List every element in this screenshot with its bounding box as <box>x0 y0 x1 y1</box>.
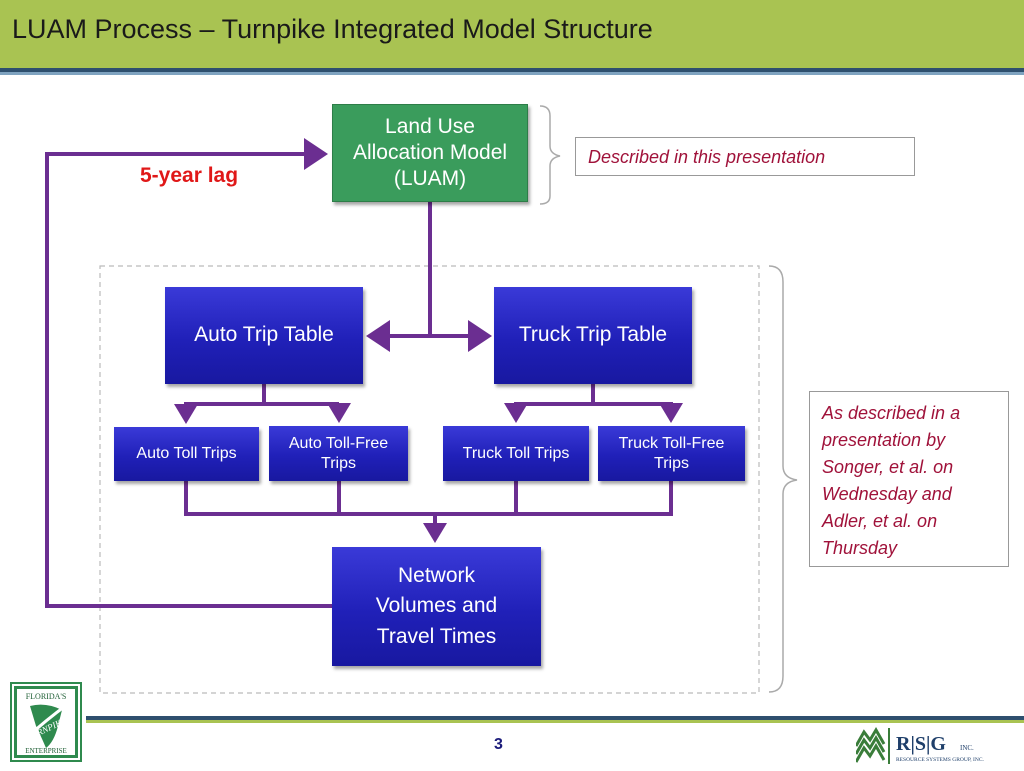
luam-box: Land Use Allocation Model (LUAM) <box>332 104 528 202</box>
title-bar: LUAM Process – Turnpike Integrated Model… <box>0 0 1024 75</box>
callout-right: As described in a presentation by Songer… <box>809 391 1009 567</box>
callout-top: Described in this presentation <box>575 137 915 176</box>
svg-text:R|S|G: R|S|G <box>896 733 946 755</box>
svg-text:INC.: INC. <box>960 744 974 752</box>
floridas-turnpike-logo: FLORIDA'S TURNPIKE ENTERPRISE <box>10 682 82 762</box>
lag-label: 5-year lag <box>140 164 239 187</box>
network-volumes-box: Network Volumes and Travel Times <box>332 547 541 666</box>
slide-title: LUAM Process – Turnpike Integrated Model… <box>12 14 653 44</box>
footer-rule-accent <box>86 720 1024 723</box>
truck-trip-table-box: Truck Trip Table <box>494 287 692 384</box>
model-group-frame <box>99 265 760 694</box>
right-brace <box>768 265 798 693</box>
svg-text:ENTERPRISE: ENTERPRISE <box>25 747 67 755</box>
auto-trip-table-box: Auto Trip Table <box>165 287 363 384</box>
svg-text:FLORIDA'S: FLORIDA'S <box>26 692 67 701</box>
svg-text:RESOURCE SYSTEMS GROUP, INC.: RESOURCE SYSTEMS GROUP, INC. <box>896 757 984 763</box>
footer-rule <box>86 716 1024 720</box>
page-number: 3 <box>494 736 503 753</box>
truck-toll-trips-box: Truck Toll Trips <box>443 426 589 481</box>
title-rule <box>0 68 1024 72</box>
auto-toll-trips-box: Auto Toll Trips <box>114 427 259 481</box>
truck-toll-free-trips-box: Truck Toll-Free Trips <box>598 426 745 481</box>
auto-toll-free-trips-box: Auto Toll-Free Trips <box>269 426 408 481</box>
top-brace <box>539 105 561 205</box>
title-rule-accent <box>0 72 1024 75</box>
feedback-loop-line <box>45 138 332 608</box>
rsg-logo: R|S|G INC. RESOURCE SYSTEMS GROUP, INC. <box>854 726 1024 766</box>
